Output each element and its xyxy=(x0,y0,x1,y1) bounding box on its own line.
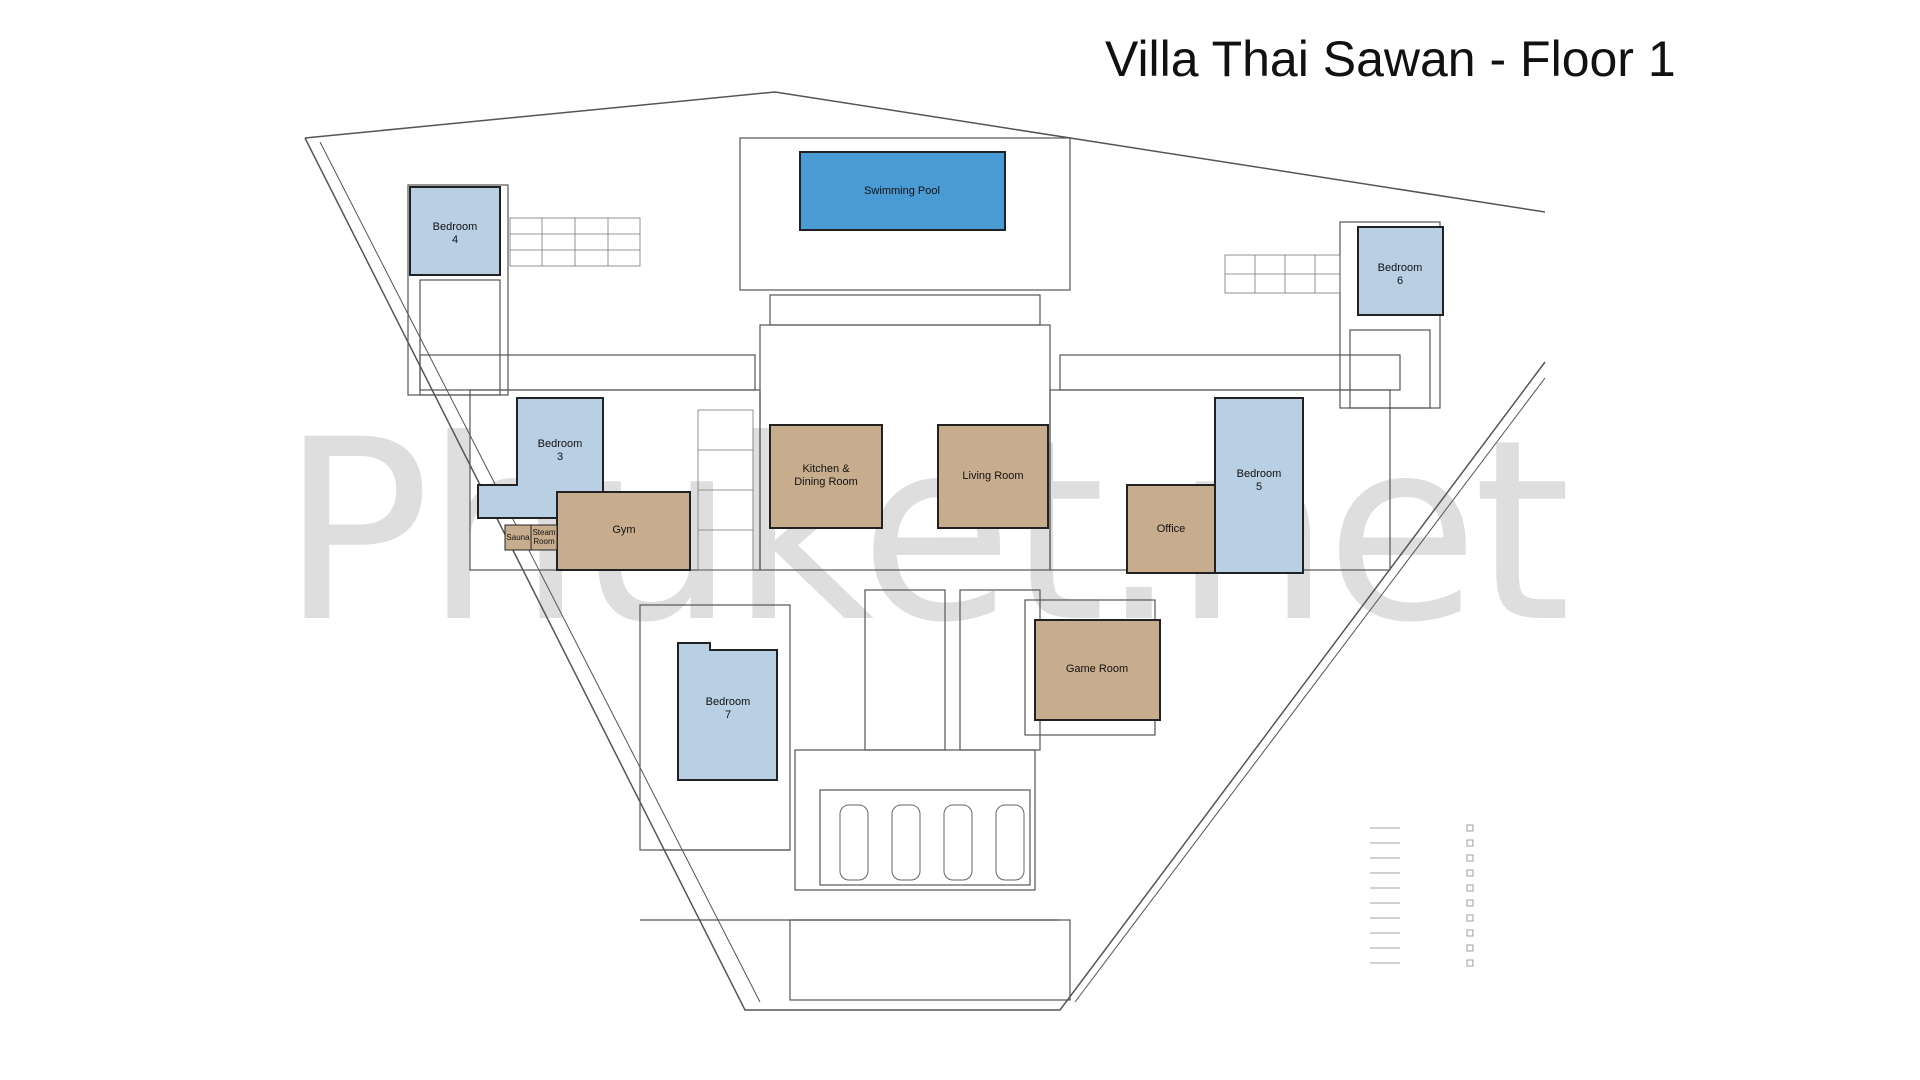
game-room-label: Game Room xyxy=(1066,663,1128,675)
structure-outlines xyxy=(407,137,1441,1001)
legend xyxy=(1370,824,1474,967)
bedroom-4-number: 4 xyxy=(452,234,458,246)
bedroom-7: Bedroom 7 xyxy=(677,642,778,781)
bedroom-7-label: Bedroom xyxy=(706,696,751,708)
living-room-label: Living Room xyxy=(962,470,1023,482)
bedroom-5-number: 5 xyxy=(1256,481,1262,493)
plan-title: Villa Thai Sawan - Floor 1 xyxy=(1105,31,1676,87)
paving-blocks xyxy=(509,217,1341,571)
game-room: Game Room xyxy=(1034,619,1161,721)
bedroom-6: Bedroom 6 xyxy=(1357,226,1444,316)
office: Office xyxy=(1126,484,1216,574)
gym: Gym xyxy=(556,491,691,571)
bedroom-5: Bedroom 5 xyxy=(1214,397,1304,574)
living-room: Living Room xyxy=(937,424,1049,529)
swimming-pool: Swimming Pool xyxy=(799,151,1006,231)
bedroom-6-number: 6 xyxy=(1397,275,1403,287)
carport-cars xyxy=(839,804,1025,881)
bedroom-3-label: Bedroom xyxy=(538,438,583,450)
gym-label: Gym xyxy=(612,524,635,536)
bedroom-5-label: Bedroom xyxy=(1237,468,1282,480)
bedroom-6-label: Bedroom xyxy=(1378,262,1423,274)
kitchen-label: Kitchen & xyxy=(802,463,850,475)
bedroom-7-number: 7 xyxy=(725,709,731,721)
kitchen-label-2: Dining Room xyxy=(794,476,858,488)
swimming-pool-label: Swimming Pool xyxy=(864,185,940,197)
steam-room-label: Steam xyxy=(532,528,555,537)
steam-room-label-2: Room xyxy=(533,537,555,546)
kitchen-dining-room: Kitchen & Dining Room xyxy=(769,424,883,529)
bedroom-4-label: Bedroom xyxy=(433,221,478,233)
site-boundary xyxy=(304,91,1546,1011)
bedroom-4: Bedroom 4 xyxy=(409,186,501,276)
sauna-label: Sauna xyxy=(506,533,530,542)
watermark-text: Phuket.net xyxy=(280,386,1566,677)
bedroom-3-number: 3 xyxy=(557,451,563,463)
office-label: Office xyxy=(1157,523,1186,535)
steam-room: Steam Room xyxy=(530,524,558,551)
sauna: Sauna xyxy=(504,524,532,551)
